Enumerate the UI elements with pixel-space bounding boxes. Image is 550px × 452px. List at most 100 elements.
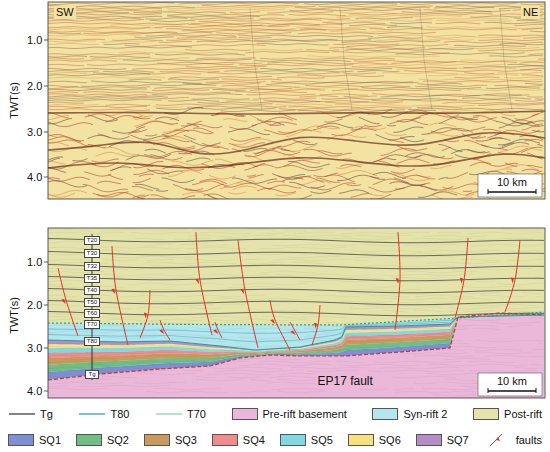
seismic-trace [442, 102, 544, 104]
seismic-trace [511, 250, 543, 252]
seismic-trace [507, 307, 543, 309]
seismic-trace [415, 295, 475, 297]
seismic-trace [147, 259, 175, 260]
seismic-trace [83, 184, 128, 191]
interpretation [48, 228, 545, 398]
legend-text: Post-rift [504, 408, 542, 421]
seismic-trace [396, 328, 468, 330]
seismic-trace [282, 230, 306, 231]
seismic-trace [372, 94, 480, 96]
seismic-trace [91, 337, 155, 339]
seismic-trace [467, 232, 543, 234]
seismic-trace [328, 20, 433, 22]
seismic-trace [135, 37, 174, 38]
seismic-trace [156, 190, 168, 192]
fault-line [395, 232, 400, 330]
seismic-trace [277, 77, 325, 78]
seismic-trace [167, 14, 284, 16]
seismic-trace [48, 385, 68, 386]
seismic-reflector [48, 154, 545, 168]
seismic-trace [363, 265, 455, 267]
seismic-trace [522, 124, 543, 130]
horizon-tag: T30 [84, 249, 100, 258]
tick-label: 1.0 [27, 256, 42, 269]
seismic-trace [362, 328, 386, 330]
seismic-trace [475, 352, 535, 354]
horizon-name: T70 [87, 321, 97, 328]
seismic-trace [294, 232, 334, 234]
seismic-trace [48, 104, 99, 105]
seismic-trace [48, 71, 99, 72]
horizon-line [48, 238, 544, 242]
scale-bar [478, 373, 542, 396]
seismic-trace [186, 158, 210, 161]
seismic-trace [112, 127, 145, 134]
seismic-trace [266, 117, 293, 121]
seismic-trace [395, 185, 437, 190]
seismic-trace [160, 71, 220, 72]
seismic-trace [288, 106, 411, 108]
seismic-trace [232, 283, 308, 285]
seismic-trace [48, 388, 108, 390]
seismic-trace [137, 373, 197, 375]
seismic-trace [414, 310, 454, 312]
seismic-trace [135, 268, 191, 270]
seismic-trace [308, 295, 360, 297]
seismic-trace [147, 352, 183, 354]
scale-label: 10 km [497, 176, 527, 189]
seismic-trace [444, 379, 476, 381]
seismic-trace [177, 37, 237, 38]
seismic-trace [196, 328, 244, 330]
seismic-trace [354, 60, 456, 62]
seismic-trace [402, 175, 435, 179]
seismic-trace [190, 146, 229, 152]
legend-text: Syn-rift 2 [403, 408, 447, 421]
seismic-trace [179, 3, 299, 5]
seismic-trace [166, 7, 289, 9]
seismic-trace [168, 79, 219, 80]
seismic-trace [508, 64, 544, 65]
seismic-trace [341, 41, 440, 43]
seismic-trace [136, 247, 180, 249]
seismic-trace [311, 183, 356, 190]
seismic-trace [306, 50, 339, 51]
legend-item: SQ7 [416, 434, 469, 447]
seismic-trace [397, 159, 430, 164]
seismic-trace [48, 99, 162, 101]
seismic-trace [83, 92, 230, 94]
horizon-line [48, 276, 544, 280]
horizon-tag: T70 [84, 320, 100, 329]
fault-line [58, 268, 78, 336]
seismic-trace [364, 125, 382, 127]
seismic-trace [239, 37, 272, 38]
seismic-trace [150, 195, 195, 199]
seismic-trace [515, 114, 539, 119]
seismic-trace [391, 169, 415, 173]
seismic-trace [48, 85, 78, 86]
seismic-trace [494, 85, 542, 86]
seismic-trace [48, 358, 116, 360]
seismic-trace [120, 295, 168, 297]
seismic-trace [133, 178, 151, 182]
seismic-trace [112, 39, 163, 40]
legend-line-sample [155, 407, 183, 421]
seismic-trace [428, 133, 458, 136]
seismic-trace [48, 33, 81, 34]
seismic-trace [337, 340, 393, 342]
seismic-trace [400, 3, 517, 5]
seismic-trace [239, 253, 307, 255]
seismic-trace [467, 89, 545, 90]
seismic-trace [240, 391, 268, 393]
seismic-trace [472, 136, 481, 139]
fault-line [238, 240, 258, 348]
horizon-tag: T50 [84, 298, 100, 307]
seismic-trace [48, 60, 117, 61]
seismic-trace [48, 229, 92, 231]
seismic-trace [320, 94, 368, 95]
fault-line [140, 290, 150, 338]
seismic-trace [213, 89, 246, 90]
seismic-trace [257, 43, 329, 45]
fault-line [312, 305, 320, 345]
seismic-trace [145, 355, 221, 357]
